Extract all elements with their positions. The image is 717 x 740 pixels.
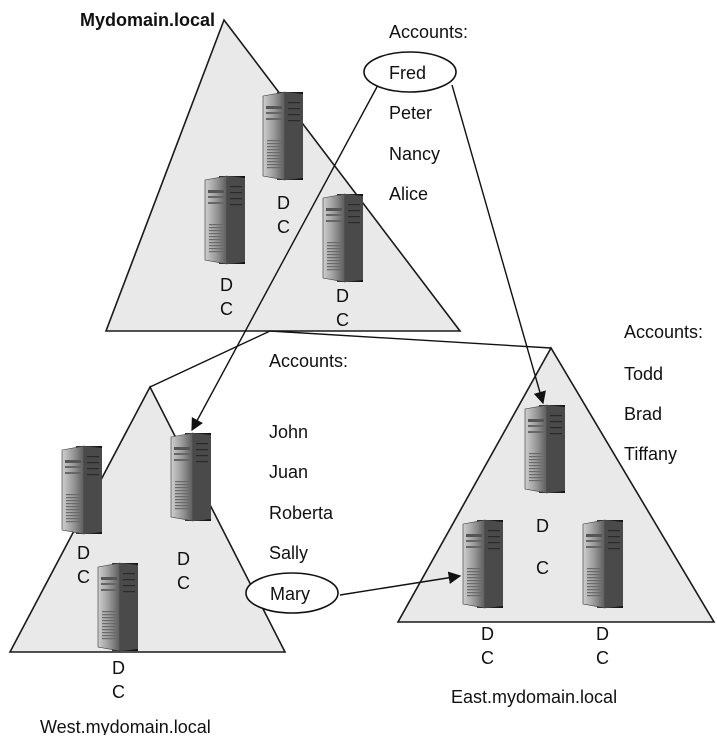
root-account-item: Alice <box>389 184 428 204</box>
dc-server-icon <box>97 562 139 652</box>
dc-server-icon <box>582 519 624 609</box>
west-accounts-header: Accounts: <box>269 351 348 371</box>
dc-label-d: D <box>112 658 125 678</box>
west-account-item: Juan <box>269 462 308 482</box>
dc-label-c: C <box>536 558 549 578</box>
dc-label-c: C <box>112 682 125 702</box>
dc-label-d: D <box>220 275 233 295</box>
east-domain-name: East.mydomain.local <box>451 687 617 707</box>
access-arrow-fred-east <box>451 84 546 405</box>
root-accounts-header: Accounts: <box>389 22 468 42</box>
east-account-item: Tiffany <box>624 444 677 464</box>
dc-label-d: D <box>277 193 290 213</box>
dc-label-d: D <box>336 286 349 306</box>
east-account-item: Brad <box>624 404 662 424</box>
dc-server-icon <box>262 91 304 181</box>
highlight-ellipse-mary <box>245 572 339 614</box>
access-arrow-fred-west <box>191 84 379 432</box>
trust-line-root-west <box>149 330 271 388</box>
dc-label-d: D <box>77 543 90 563</box>
dc-label-d: D <box>481 624 494 644</box>
trust-line-root-east <box>269 330 552 349</box>
dc-server-icon <box>524 404 566 494</box>
dc-server-icon <box>204 175 246 265</box>
dc-server-icon <box>462 519 504 609</box>
dc-label-d: D <box>177 549 190 569</box>
west-account-item: John <box>269 422 308 442</box>
west-account-item: Sally <box>269 543 308 563</box>
dc-label-c: C <box>77 567 90 587</box>
root-account-item: Fred <box>389 63 426 83</box>
dc-label-d: D <box>596 624 609 644</box>
dc-server-icon <box>322 193 364 283</box>
dc-label-c: C <box>220 299 233 319</box>
root-account-item: Nancy <box>389 144 440 164</box>
west-domain-triangle <box>8 385 287 653</box>
dc-server-icon <box>170 432 212 522</box>
dc-server-icon <box>61 445 103 535</box>
root-account-item: Peter <box>389 103 432 123</box>
east-account-item: Todd <box>624 364 663 384</box>
east-accounts-header: Accounts: <box>624 322 703 342</box>
dc-label-c: C <box>277 217 290 237</box>
root-domain-name: Mydomain.local <box>80 10 215 30</box>
dc-label-c: C <box>177 573 190 593</box>
highlight-ellipse-fred <box>363 51 457 93</box>
dc-label-d: D <box>536 516 549 536</box>
dc-label-c: C <box>596 648 609 668</box>
west-account-item: Mary <box>270 584 310 604</box>
access-arrow-mary-east <box>339 571 462 596</box>
dc-label-c: C <box>481 648 494 668</box>
dc-label-c: C <box>336 310 349 330</box>
west-domain-name: West.mydomain.local <box>40 717 211 735</box>
west-account-item: Roberta <box>269 503 334 523</box>
